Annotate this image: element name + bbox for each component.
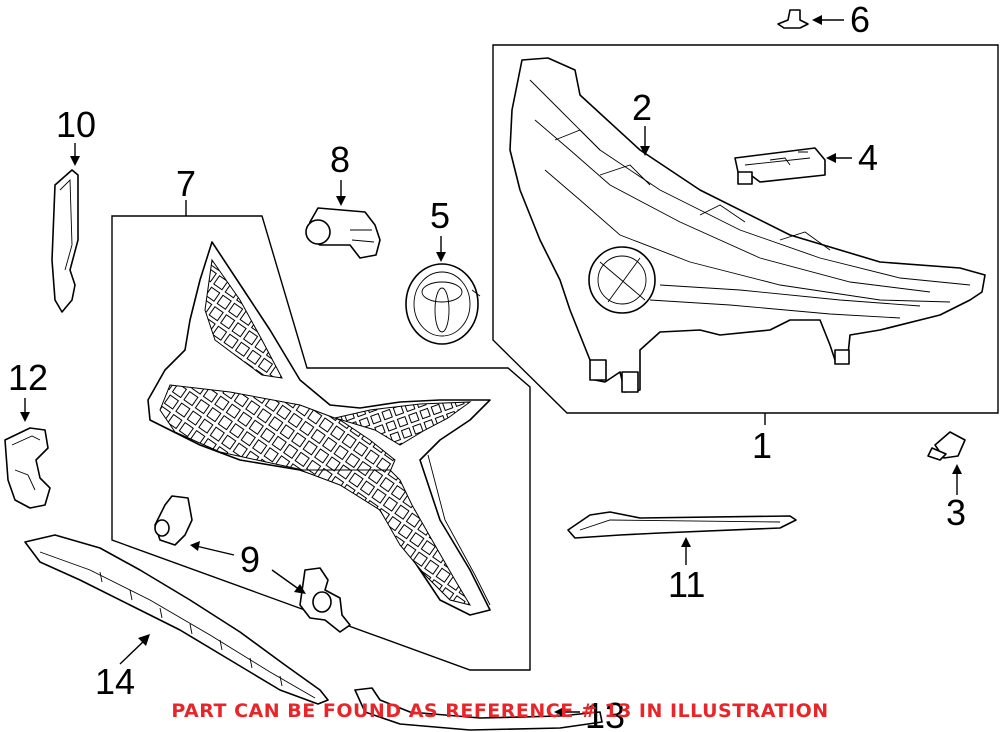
callout-5: 5	[430, 195, 450, 236]
callout-12: 12	[8, 357, 48, 398]
reference-footnote: PART CAN BE FOUND AS REFERENCE # 13 IN I…	[171, 700, 829, 722]
callout-8: 8	[330, 139, 350, 180]
callout-7: 7	[176, 163, 196, 204]
sensor-part-8	[305, 207, 381, 259]
lower-strip-part-14	[24, 534, 329, 705]
emblem-part-5	[405, 263, 481, 345]
side-trim-part-10	[51, 169, 79, 313]
callout-13: 13	[585, 695, 625, 732]
callout-2: 2	[632, 87, 652, 128]
callout-11: 11	[668, 564, 705, 605]
lower-garnish-part-13	[354, 687, 603, 731]
part-7-frame	[111, 215, 531, 671]
callout-14: 14	[95, 661, 135, 702]
callout-3: 3	[946, 492, 966, 533]
callout-4: 4	[858, 137, 878, 178]
corner-piece-part-12	[4, 427, 51, 509]
callout-9: 9	[240, 539, 260, 580]
sensor-bracket-part-9	[154, 495, 351, 633]
callout-10: 10	[56, 104, 96, 145]
callout-1: 1	[752, 425, 772, 466]
screw-part-3	[927, 431, 966, 461]
lower-grille-part-7	[147, 241, 491, 616]
molding-strip-part-11	[567, 511, 797, 539]
part-1-frame	[492, 44, 999, 414]
grille-assembly-part-1	[509, 57, 986, 393]
clip-part-6	[777, 9, 809, 29]
callout-6: 6	[850, 0, 870, 40]
bracket-part-4	[734, 147, 826, 185]
